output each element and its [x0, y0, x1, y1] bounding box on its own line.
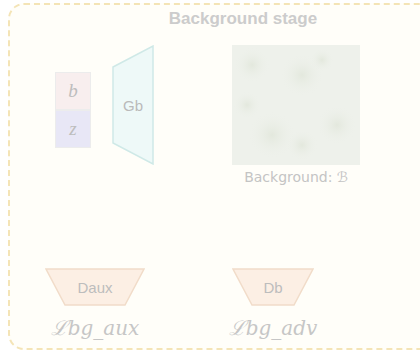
- node-text: Daux: [77, 279, 112, 296]
- node-outline: [232, 45, 360, 165]
- stage-frame: Background stage bz GbBackground: ℬ Daux Db: [8, 3, 420, 350]
- node-text: b: [68, 80, 78, 102]
- node-text: Gb: [123, 97, 143, 114]
- discriminator-block: Daux: [45, 268, 145, 306]
- loss-label: ℒbg_aux: [51, 314, 140, 341]
- vector-cell: z: [55, 110, 91, 148]
- vector-cell: b: [55, 72, 91, 110]
- node-text: Background: ℬ: [232, 169, 360, 185]
- background-image: Background: ℬ: [232, 45, 360, 195]
- loss-label: ℒbg_adv: [229, 314, 318, 341]
- node-text: Background stage: [10, 9, 420, 29]
- generator-block: Gb: [112, 45, 154, 165]
- discriminator-block: Db: [232, 268, 314, 306]
- node-text: z: [69, 118, 76, 140]
- node-text: Db: [263, 279, 282, 296]
